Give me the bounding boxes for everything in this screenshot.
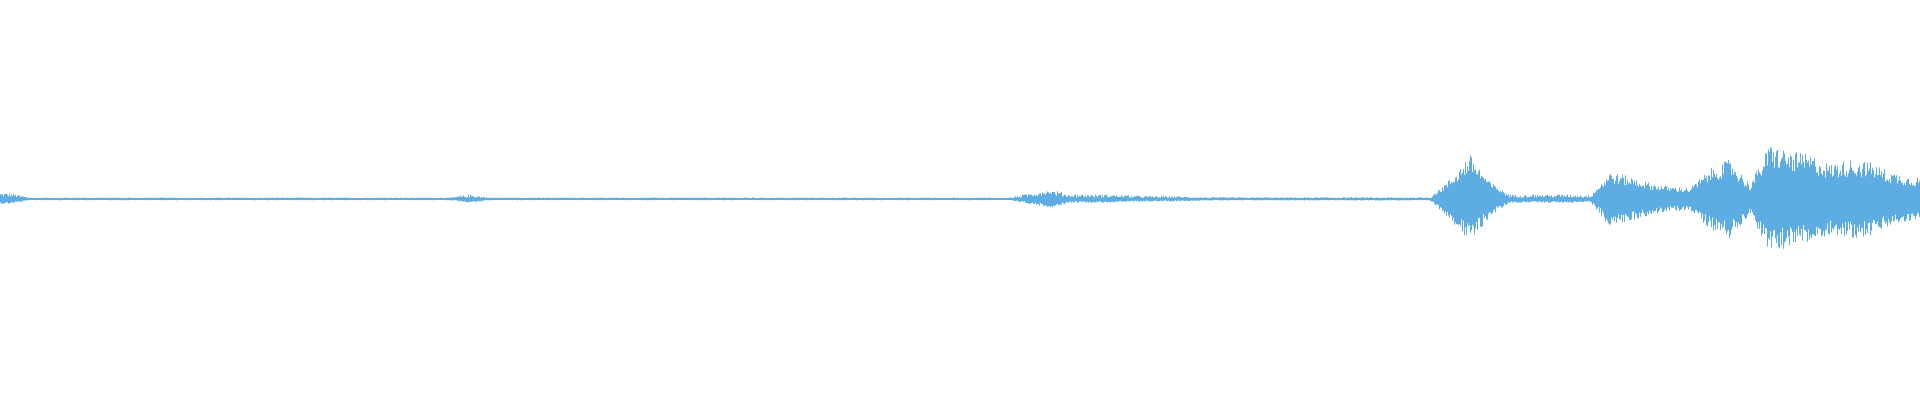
waveform-bin: [1280, 197, 1300, 201]
waveform-bin: [960, 197, 980, 201]
waveform-bin: [1000, 196, 1020, 202]
waveform-bin: [20, 196, 40, 202]
waveform-bin: [900, 197, 920, 201]
waveform-bin: [1820, 163, 1840, 237]
waveform-bin: [140, 197, 160, 201]
waveform-bin: [1600, 174, 1620, 225]
waveform-bin: [180, 197, 200, 201]
waveform-bin: [200, 197, 220, 201]
waveform-bin: [40, 197, 60, 201]
waveform-bin: [1220, 197, 1240, 201]
waveform-bin: [1340, 197, 1360, 201]
waveform-bin: [1480, 176, 1500, 227]
waveform-bin: [1380, 197, 1400, 201]
waveform-bin: [220, 197, 240, 201]
waveform-bin: [1540, 194, 1560, 203]
waveform-bin: [520, 197, 540, 201]
waveform-bin: [540, 197, 560, 201]
waveform-bin: [1580, 188, 1600, 213]
waveform-bin: [1300, 197, 1320, 201]
waveform-bins: [0, 147, 1920, 249]
waveform-bin: [1240, 197, 1260, 201]
waveform-bin: [920, 197, 940, 201]
waveform-bin: [420, 197, 440, 201]
waveform-bin: [1320, 197, 1340, 201]
waveform-bin: [740, 197, 760, 201]
waveform-bin: [1260, 197, 1280, 201]
waveform-bin: [1760, 147, 1780, 249]
waveform-bin: [1700, 168, 1720, 231]
waveform-bin: [1720, 160, 1740, 239]
waveform-bin: [1520, 194, 1540, 203]
waveform-bin: [940, 197, 960, 201]
waveform-bin: [580, 197, 600, 201]
waveform-bin: [1660, 185, 1680, 212]
waveform-bin: [600, 197, 620, 201]
waveform-bin: [560, 197, 580, 201]
waveform-bin: [1140, 196, 1160, 202]
waveform-bin: [80, 197, 100, 201]
waveform-bin: [1640, 182, 1660, 217]
waveform-bin: [1120, 195, 1140, 202]
waveform-bin: [680, 197, 700, 201]
waveform-bin: [860, 197, 880, 201]
waveform-bin: [1440, 171, 1460, 225]
waveform-bin: [1880, 169, 1900, 229]
waveform-bin: [240, 197, 260, 201]
waveform-bin: [120, 197, 140, 201]
waveform-bin: [1100, 194, 1120, 203]
waveform-bin: [480, 196, 500, 202]
waveform-bin: [720, 197, 740, 201]
waveform-bin: [1900, 177, 1920, 222]
waveform-bin: [280, 197, 300, 201]
waveform-bin: [320, 197, 340, 201]
waveform-bin: [1360, 197, 1380, 201]
waveform-bin: [1560, 194, 1580, 203]
waveform-bin: [1620, 175, 1640, 223]
waveform-bin: [1680, 179, 1700, 214]
waveform-bin: [1420, 189, 1440, 210]
waveform-bin: [1200, 197, 1220, 201]
waveform-bin: [1080, 194, 1100, 203]
waveform-bin: [840, 197, 860, 201]
waveform-bin: [880, 197, 900, 201]
waveform-bin: [660, 197, 680, 201]
waveform-bin: [100, 197, 120, 201]
waveform-bin: [300, 197, 320, 201]
waveform-bin: [820, 197, 840, 201]
waveform-bin: [360, 197, 380, 201]
waveform-bin: [780, 197, 800, 201]
waveform-bin: [1800, 153, 1820, 242]
waveform-bin: [440, 196, 460, 202]
waveform-bin: [1460, 155, 1480, 236]
waveform-bin: [640, 197, 660, 201]
waveform-bin: [160, 197, 180, 201]
waveform-bin: [1780, 151, 1800, 249]
waveform-bin: [1860, 162, 1880, 237]
waveform-bin: [1160, 196, 1180, 202]
waveform-bin: [1180, 196, 1200, 201]
waveform-bin: [700, 197, 720, 201]
waveform-bin: [0, 193, 20, 204]
waveform-bin: [620, 197, 640, 201]
waveform-bin: [340, 197, 360, 201]
waveform-bin: [60, 197, 80, 201]
waveform-bin: [800, 197, 820, 201]
waveform-bin: [1060, 192, 1080, 205]
waveform-bin: [980, 197, 1000, 201]
waveform-bin: [260, 197, 280, 201]
waveform-bin: [380, 197, 400, 201]
waveform-bin: [1400, 197, 1420, 201]
waveform-bin: [460, 194, 480, 203]
waveform-bin: [500, 197, 520, 201]
waveform-bin: [1500, 190, 1520, 208]
waveform-bin: [760, 197, 780, 201]
waveform-bin: [1840, 160, 1860, 238]
waveform-bin: [1040, 191, 1060, 208]
waveform-bin: [400, 197, 420, 201]
waveform-bin: [1020, 193, 1040, 206]
waveform-bin: [1740, 169, 1760, 230]
